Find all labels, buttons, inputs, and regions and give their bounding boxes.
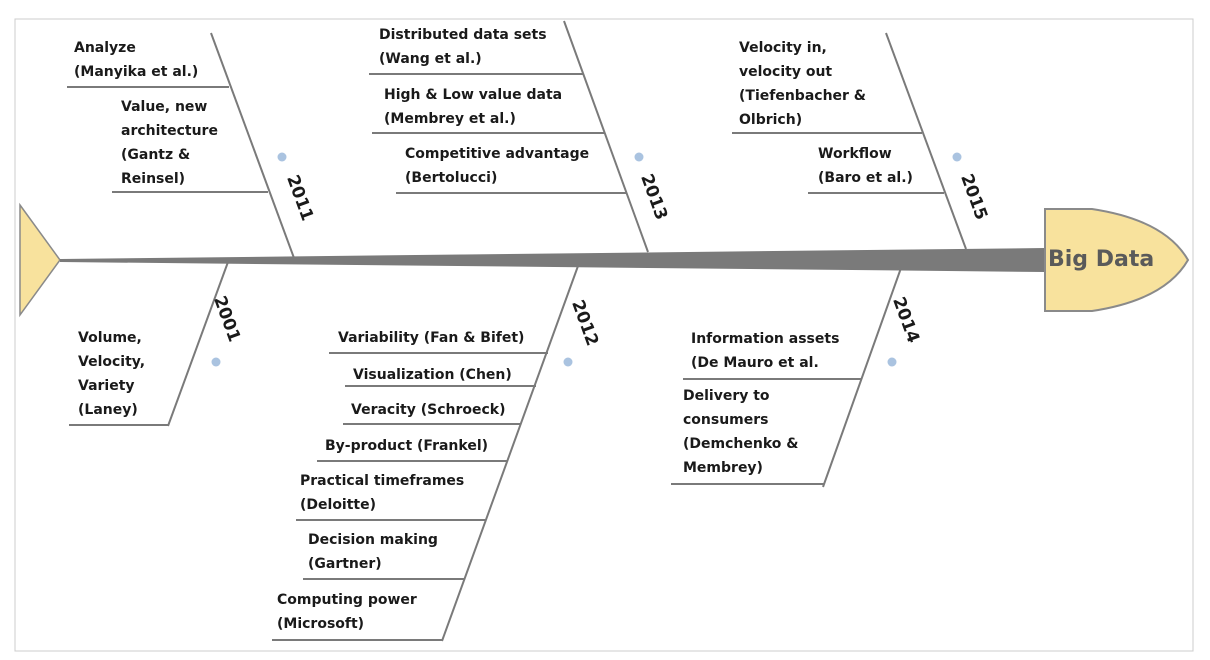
- marker-2011: [277, 152, 287, 162]
- item-delivery-to-consumers: Delivery to consumers (Demchenko & Membr…: [683, 388, 799, 476]
- bone-2001: [167, 261, 229, 427]
- item-visualization: Visualization (Chen): [353, 367, 512, 383]
- marker-2015: [952, 152, 962, 162]
- marker-2013: [634, 152, 644, 162]
- item-computing-power: Computing power (Microsoft): [277, 592, 417, 632]
- item-decision-making: Decision making (Gartner): [308, 532, 438, 572]
- fish-tail: [19, 202, 61, 318]
- marker-2012: [563, 357, 573, 367]
- item-velocity-in-out: Velocity in, velocity out (Tiefenbacher …: [739, 40, 867, 128]
- marker-2014: [887, 357, 897, 367]
- item-distributed-data-sets: Distributed data sets (Wang et al.): [379, 27, 547, 67]
- spine: [60, 248, 1045, 272]
- item-workflow: Workflow (Baro et al.): [818, 146, 913, 186]
- fish-head: [1044, 208, 1190, 312]
- item-high-low-value-data: High & Low value data (Membrey et al.): [384, 87, 563, 127]
- item-value-new-architecture: Value, new architecture (Gantz & Reinsel…: [121, 99, 218, 187]
- item-by-product: By-product (Frankel): [325, 438, 489, 454]
- frame-border: [14, 18, 1194, 652]
- head-label: Big Data: [1048, 247, 1155, 272]
- item-veracity: Veracity (Schroeck): [351, 402, 506, 418]
- item-variability: Variability (Fan & Bifet): [338, 330, 525, 346]
- bone-2011: [210, 32, 295, 259]
- item-volume-velocity-variety: Volume, Velocity, Variety (Laney): [78, 330, 146, 418]
- item-information-assets: Information assets (De Mauro et al.: [691, 331, 840, 371]
- item-analyze: Analyze (Manyika et al.): [74, 40, 199, 80]
- marker-2001: [211, 357, 221, 367]
- bone-2015: [885, 32, 967, 250]
- item-practical-timeframes: Practical timeframes (Deloitte): [300, 473, 465, 513]
- bone-2013: [563, 20, 649, 253]
- bone-2014: [822, 267, 902, 488]
- item-competitive-advantage: Competitive advantage (Bertolucci): [405, 146, 590, 186]
